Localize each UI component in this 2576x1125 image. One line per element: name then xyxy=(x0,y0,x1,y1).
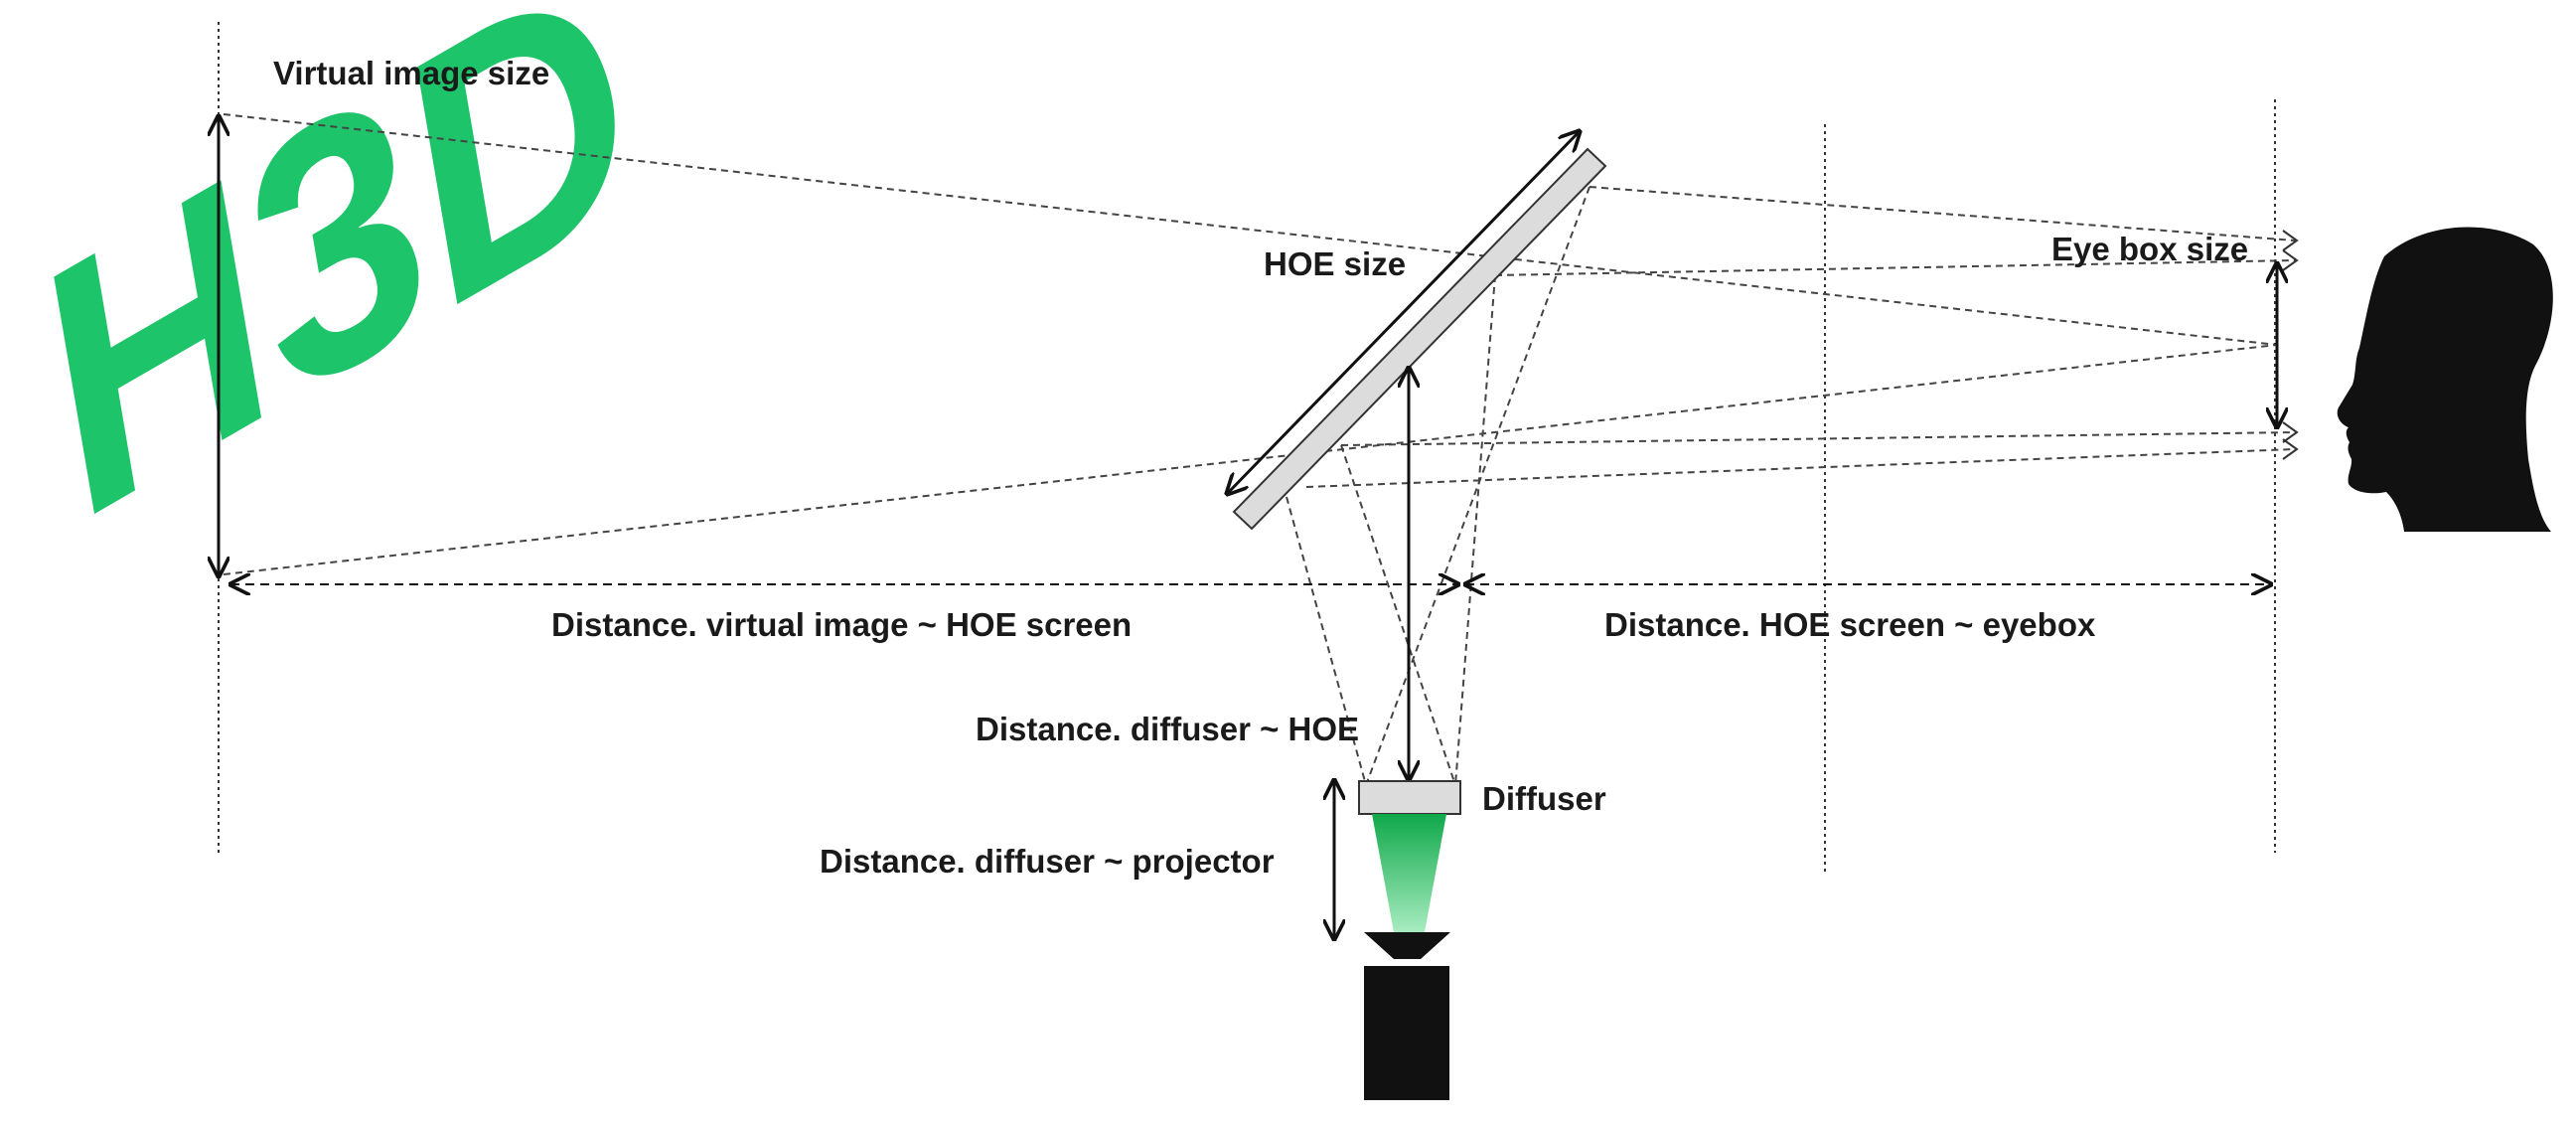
projector-light-beam xyxy=(1372,814,1446,932)
hoe-screen xyxy=(1234,149,1605,529)
virtual-image-size-label: Virtual image size xyxy=(273,55,549,91)
projector-icon xyxy=(1364,932,1450,1100)
head-silhouette-icon xyxy=(2338,227,2553,532)
diffuser-plate xyxy=(1359,781,1460,814)
eye-box-size-label: Eye box size xyxy=(2051,231,2248,267)
dist-virtual-hoe-label: Distance. virtual image ~ HOE screen xyxy=(551,606,1132,643)
dist-diffuser-hoe-label: Distance. diffuser ~ HOE xyxy=(976,711,1359,747)
hoe-size-arrow xyxy=(1227,131,1580,494)
eye-ray-arrowheads xyxy=(2283,231,2297,459)
diffuser-label: Diffuser xyxy=(1482,780,1606,817)
dist-hoe-eyebox-label: Distance. HOE screen ~ eyebox xyxy=(1604,606,2096,643)
hoe-size-label: HOE size xyxy=(1264,245,1406,282)
dist-diffuser-projector-label: Distance. diffuser ~ projector xyxy=(820,843,1275,880)
